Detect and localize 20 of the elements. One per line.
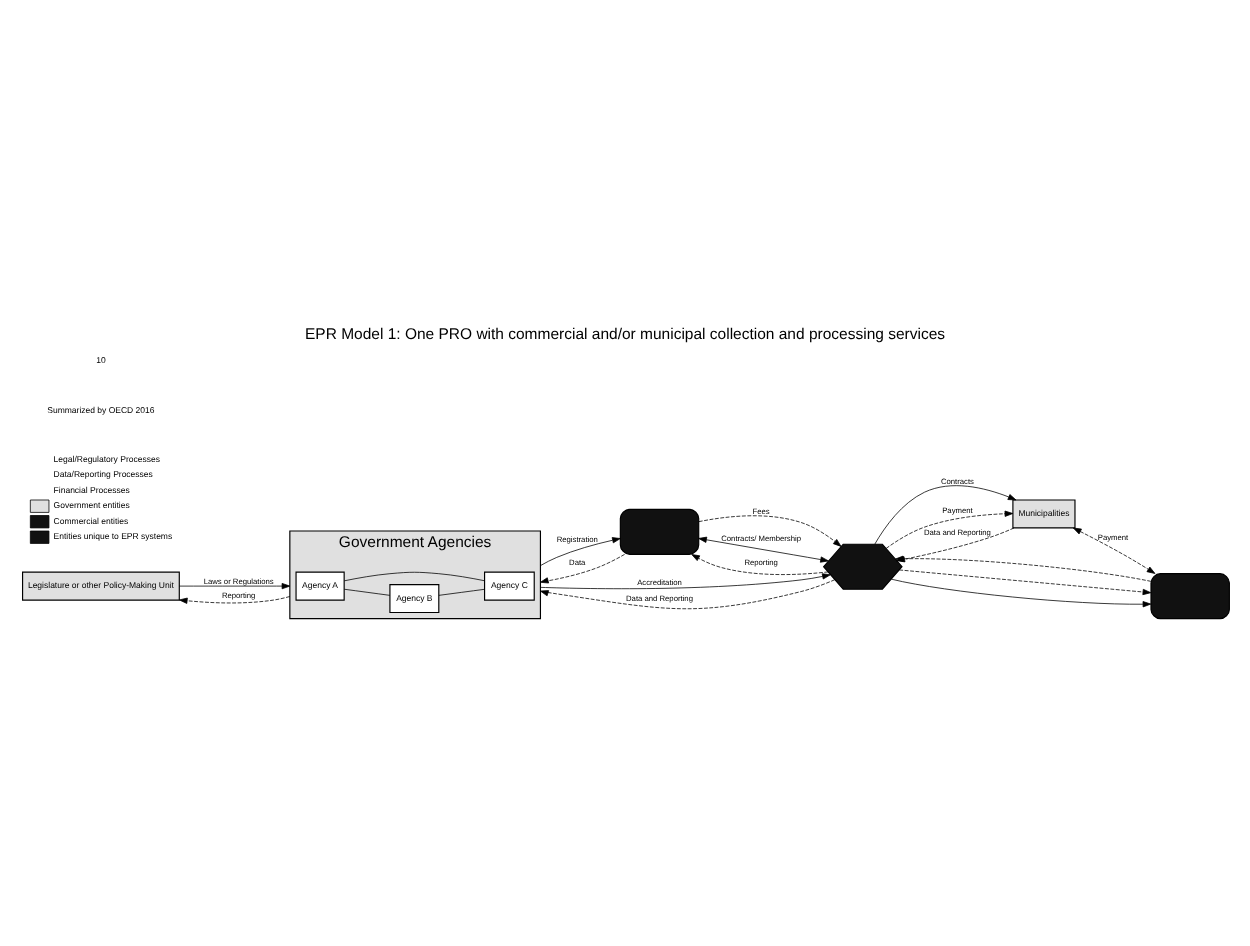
arrow xyxy=(691,553,829,574)
arrow xyxy=(698,514,842,546)
arrow xyxy=(1072,526,1156,573)
connector xyxy=(438,587,485,595)
node-box xyxy=(619,507,700,554)
connector xyxy=(343,587,391,595)
arrow xyxy=(874,484,1017,544)
node-box xyxy=(1150,572,1230,619)
arrow xyxy=(885,509,1014,548)
arrow xyxy=(540,553,625,583)
arrow xyxy=(540,536,621,565)
arrow xyxy=(178,582,291,589)
arrow xyxy=(698,535,829,562)
arrow xyxy=(890,577,1152,607)
arrow xyxy=(179,595,291,603)
arrow xyxy=(540,578,836,609)
diagram-title: EPR Model 1: One PRO with commercial and/or municipal collection and processing services xyxy=(304,323,946,342)
arrow xyxy=(899,568,1152,595)
arrow xyxy=(540,572,831,589)
connector xyxy=(344,570,485,581)
